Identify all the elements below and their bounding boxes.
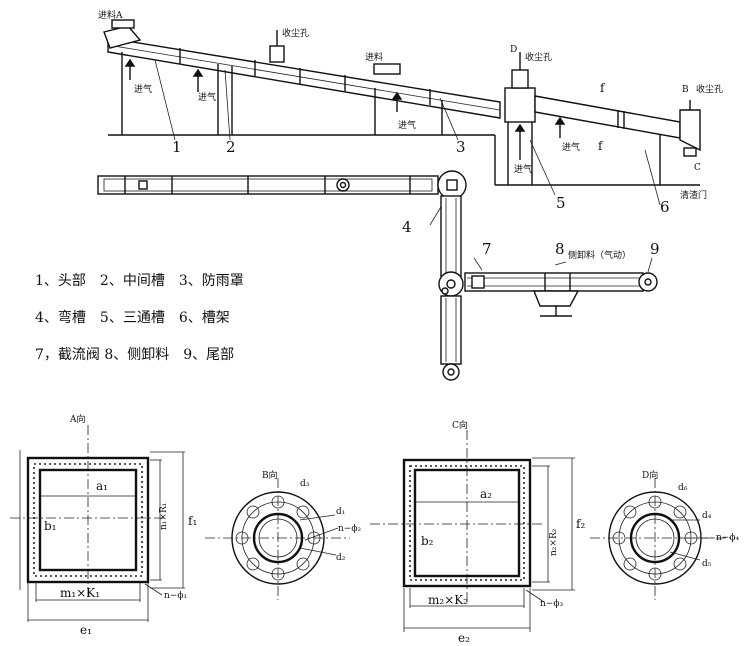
label-side-discharge: 侧卸料（气动） — [568, 249, 631, 261]
label-feed-a: 进料A — [98, 9, 123, 21]
legend-line-3: 7，截流阀 8、侧卸料 9、尾部 — [35, 347, 235, 363]
plan-trough-vertical — [440, 195, 462, 277]
view-b-flange — [231, 491, 325, 585]
part-number-4: 4 — [402, 218, 412, 236]
part-number-1: 1 — [172, 138, 182, 156]
feed-inlet-a — [111, 19, 135, 29]
view-d-d4: d₄ — [702, 511, 712, 521]
support-legs — [121, 52, 661, 185]
view-a-title: A向 — [69, 413, 86, 425]
part-number-3: 3 — [456, 138, 466, 156]
view-c-e: e₂ — [458, 631, 470, 645]
view-d-hole: n−ϕ₄ — [716, 533, 739, 543]
view-c-width: a₂ — [480, 487, 492, 501]
feed-inlet-2 — [373, 63, 401, 75]
view-b-bolt-holes — [235, 495, 321, 581]
view-d-pipe — [629, 512, 681, 564]
view-c — [370, 430, 575, 632]
view-a-m: m₁×K₁ — [60, 586, 100, 600]
label-f-1: f — [600, 81, 606, 95]
view-b-d2: d₂ — [336, 553, 346, 563]
view-b-hole: n−ϕ₂ — [338, 524, 361, 534]
view-a-f: f₁ — [188, 514, 197, 528]
label-f-2: f — [598, 139, 604, 153]
view-c-m: m₂×K₂ — [428, 593, 468, 607]
label-air-4: 进气 — [562, 141, 580, 153]
label-air-5: 进气 — [514, 163, 532, 175]
view-c-n: n₂×R₂ — [549, 528, 559, 556]
view-c-hole: n−ϕ₃ — [540, 599, 563, 609]
plan-trough-down — [440, 295, 462, 365]
view-d-d5: d₅ — [702, 559, 712, 569]
part-number-2: 2 — [226, 138, 236, 156]
view-b-pipe — [252, 512, 304, 564]
inclined-trough-lower — [534, 95, 681, 139]
view-b-d1: d₁ — [336, 507, 345, 517]
tail-section — [679, 109, 701, 152]
part-number-7: 7 — [482, 240, 492, 258]
label-c-marker: C — [694, 163, 701, 173]
view-a-outer-flange — [26, 456, 150, 584]
part-number-9: 9 — [650, 240, 660, 258]
view-d-d6: d₆ — [678, 483, 688, 493]
view-a-height: b₁ — [44, 519, 57, 533]
label-d-marker: D — [510, 45, 517, 55]
cutoff-valve — [471, 275, 485, 289]
view-a — [10, 425, 185, 622]
label-feed-2: 进料 — [365, 51, 383, 63]
view-a-e: e₁ — [80, 623, 92, 637]
view-c-outer-flange — [402, 458, 532, 588]
part-number-8: 8 — [555, 240, 565, 258]
legend-line-2: 4、弯槽 5、三通槽 6、槽架 — [35, 310, 230, 326]
view-c-title: C向 — [452, 419, 468, 431]
label-air-1: 进气 — [134, 83, 152, 95]
view-d — [590, 478, 735, 600]
view-b-d3: d₃ — [300, 479, 310, 489]
legend-line-1: 1、头部 2、中间槽 3、防雨罩 — [35, 273, 244, 289]
plan-view — [97, 170, 658, 381]
view-c-height: b₂ — [421, 534, 434, 548]
view-a-n: n₁×R₁ — [159, 503, 169, 530]
label-air-2: 进气 — [198, 91, 216, 103]
side-discharge — [532, 290, 580, 307]
label-b-marker: B — [682, 85, 689, 95]
three-way-trough — [504, 87, 536, 123]
label-clean-door: 清渣门 — [680, 189, 707, 201]
label-air-3: 进气 — [398, 119, 416, 131]
label-dust-port-b: 收尘孔 — [696, 83, 723, 95]
labels: 进料A 收尘孔 进料 D 收尘孔 B 收尘孔 f f 进气 进气 进气 进气 进… — [44, 9, 739, 645]
view-d-title: D向 — [642, 469, 658, 481]
view-b — [205, 478, 350, 600]
view-b-title: B向 — [262, 469, 278, 481]
view-c-f: f₂ — [576, 517, 585, 531]
dust-port-1 — [269, 45, 285, 63]
view-a-hole: n−ϕ₁ — [164, 591, 187, 601]
label-dust-port-d: 收尘孔 — [525, 51, 552, 63]
inclined-trough-upper — [107, 37, 501, 119]
view-c-inner-opening — [413, 468, 521, 578]
elevation-view — [103, 19, 701, 226]
part-number-5: 5 — [556, 194, 566, 212]
view-a-width: a₁ — [96, 479, 108, 493]
part-number-6: 6 — [660, 198, 670, 216]
label-dust-port-1: 收尘孔 — [282, 27, 309, 39]
plan-trough-branch — [464, 272, 644, 292]
dust-port-d — [511, 69, 529, 89]
view-a-inner-opening — [38, 468, 138, 572]
